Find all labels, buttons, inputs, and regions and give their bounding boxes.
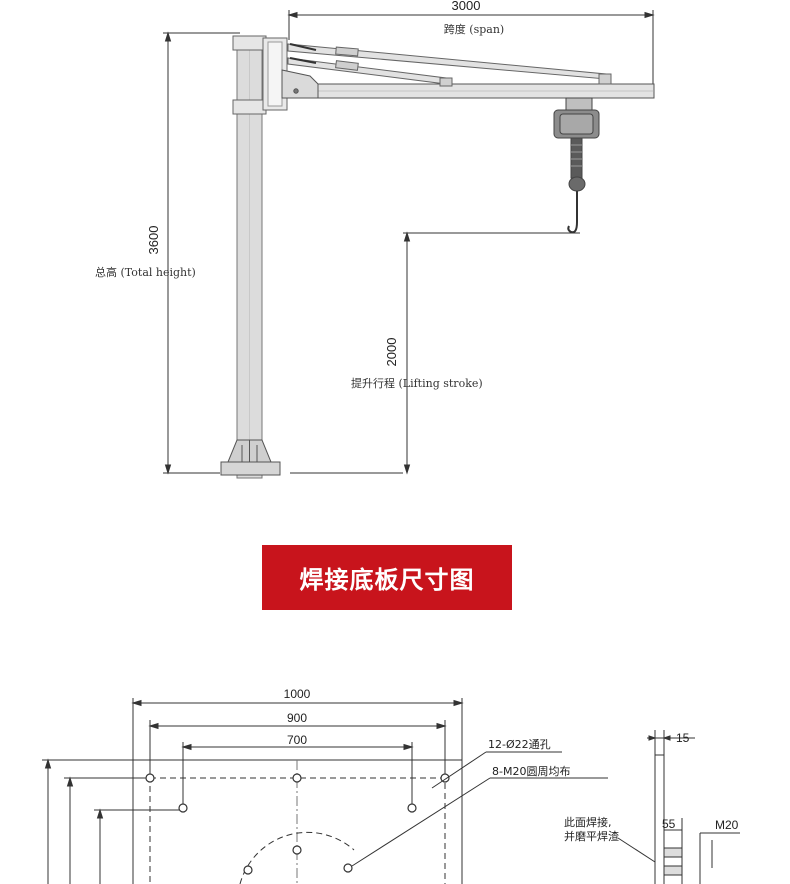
stroke-value: 2000 [384, 338, 399, 367]
thickness-dim: 15 [676, 731, 690, 745]
bolts-callout: 8-M20圆周均布 [492, 765, 570, 778]
dim-1000: 1000 [284, 687, 311, 701]
section-title-banner: 焊接底板尺寸图 [262, 545, 512, 610]
weld-note-line1: 此面焊接, [564, 815, 612, 829]
dim-900: 900 [287, 711, 307, 725]
column-base [220, 439, 281, 476]
bolt-holes [145, 773, 450, 875]
stroke-label: 提升行程 (Lifting stroke) [351, 377, 483, 390]
height-value: 3600 [146, 226, 161, 255]
weld-note-line2: 并磨平焊渣 [564, 829, 619, 843]
height-label: 总高 (Total height) [95, 265, 196, 279]
stroke-dimension [290, 231, 580, 475]
tie-rods [287, 43, 612, 87]
callout-leaders [351, 751, 608, 867]
span-value: 3000 [452, 0, 481, 13]
baseplate-side-view [617, 730, 740, 884]
jib-arm [281, 69, 655, 99]
dim-55: 55 [662, 817, 676, 831]
holes-callout: 12-Ø22通孔 [488, 738, 551, 751]
span-dimension [287, 10, 655, 98]
baseplate-dimensions [42, 698, 464, 884]
span-label: 跨度 (span) [444, 22, 504, 36]
electric-hoist [553, 97, 600, 234]
height-dimension [163, 31, 240, 475]
crane-column [232, 35, 288, 479]
bolt-m20-dim: M20 [715, 818, 739, 832]
dim-700: 700 [287, 733, 307, 747]
